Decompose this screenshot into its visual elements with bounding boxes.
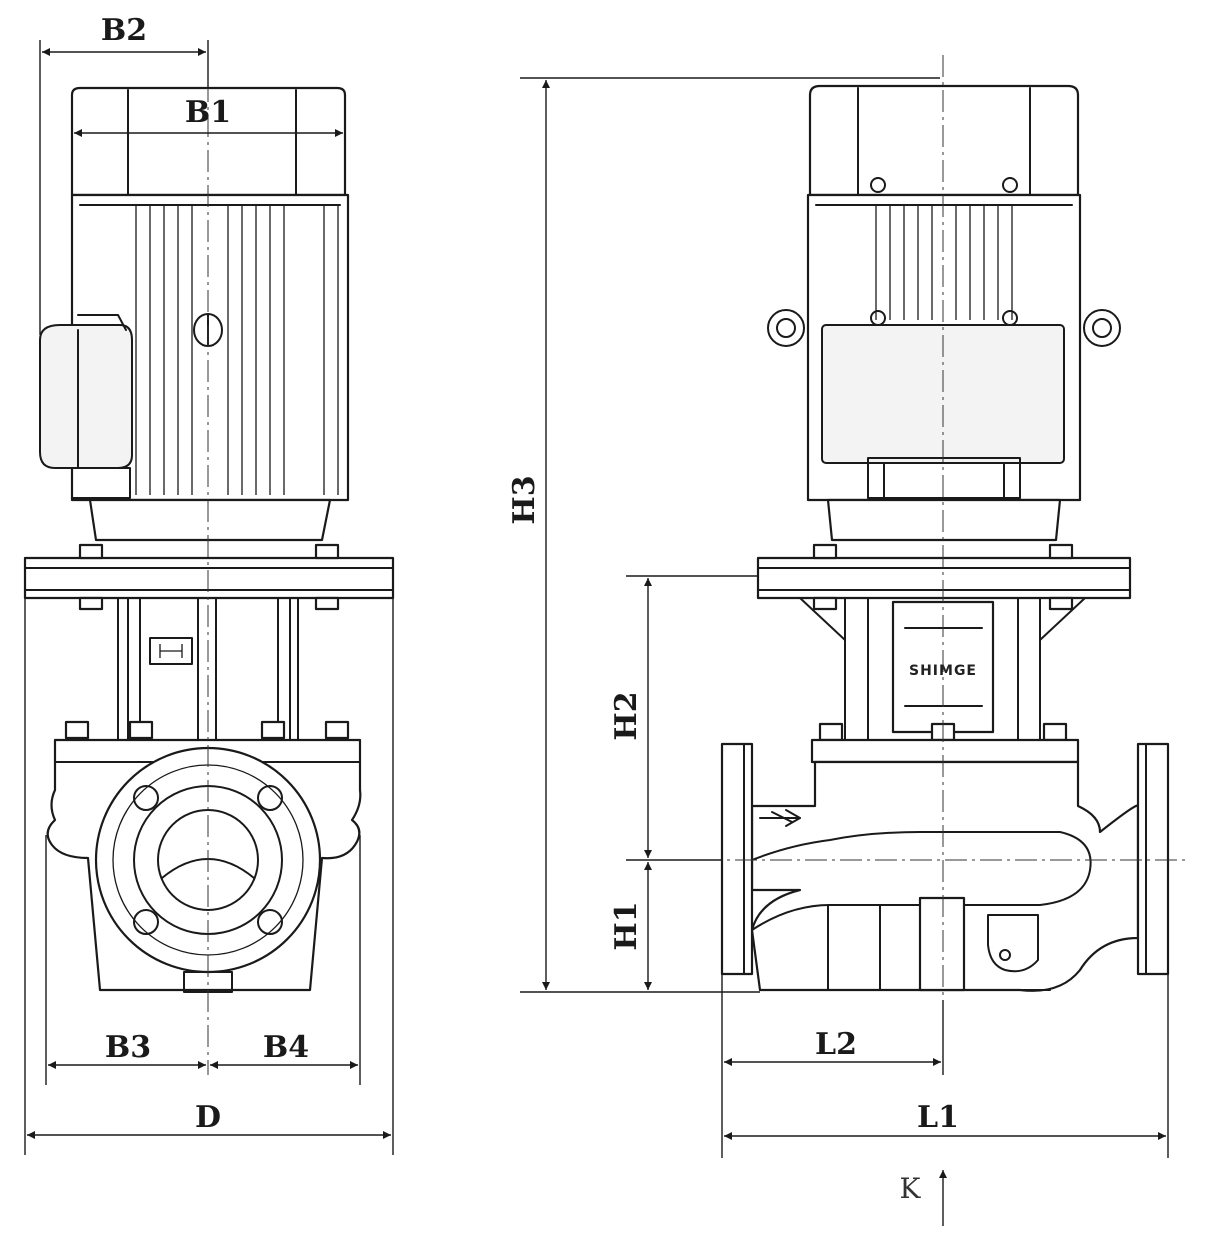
dim-b2-label: B2 xyxy=(101,13,147,48)
inlet-flange xyxy=(720,742,754,976)
terminal-box-front xyxy=(821,324,1065,464)
dim-b4-label: B4 xyxy=(263,1030,309,1065)
dim-l1-label: L1 xyxy=(917,1100,959,1135)
dim-b3-label: B3 xyxy=(105,1030,151,1065)
motor-cooling-fins-front xyxy=(875,205,1013,320)
lifting-eye-icons xyxy=(767,309,1121,347)
pump-head xyxy=(810,738,1080,764)
terminal-box xyxy=(39,324,133,469)
dim-h3-label: H3 xyxy=(507,475,542,524)
dim-l2-label: L2 xyxy=(815,1027,857,1062)
dim-d-label: D xyxy=(195,1100,221,1135)
flange-bolts-front xyxy=(812,543,1074,611)
motor-cooling-fins xyxy=(135,205,339,495)
flange-bolt-holes xyxy=(133,785,283,935)
front-view-dimensions: H3 H2 H1 L2 L1 K xyxy=(507,77,1169,1226)
outlet-flange-front xyxy=(1136,742,1170,976)
view-k-label: K xyxy=(900,1172,922,1205)
flange-bolts xyxy=(78,543,340,611)
drain-plug xyxy=(918,896,966,992)
front-view: SHIMGE xyxy=(700,55,1190,1000)
mounting-flange xyxy=(23,556,395,600)
motor-cap-front xyxy=(808,84,1080,197)
dim-h2-label: H2 xyxy=(609,691,644,740)
side-view-dimensions: B2 B1 B3 B4 D xyxy=(24,13,394,1155)
motor-adapter-front xyxy=(826,498,1062,542)
pump-head-bolts xyxy=(64,720,350,740)
coupling-guard-icon xyxy=(149,637,193,665)
dim-h1-label: H1 xyxy=(609,901,644,950)
side-view xyxy=(23,45,395,1075)
motor-adapter xyxy=(88,498,332,542)
dim-b1-label: B1 xyxy=(185,95,231,130)
pump-volute xyxy=(750,760,1140,992)
motor-cap xyxy=(70,86,347,197)
mounting-flange-front xyxy=(756,556,1132,600)
